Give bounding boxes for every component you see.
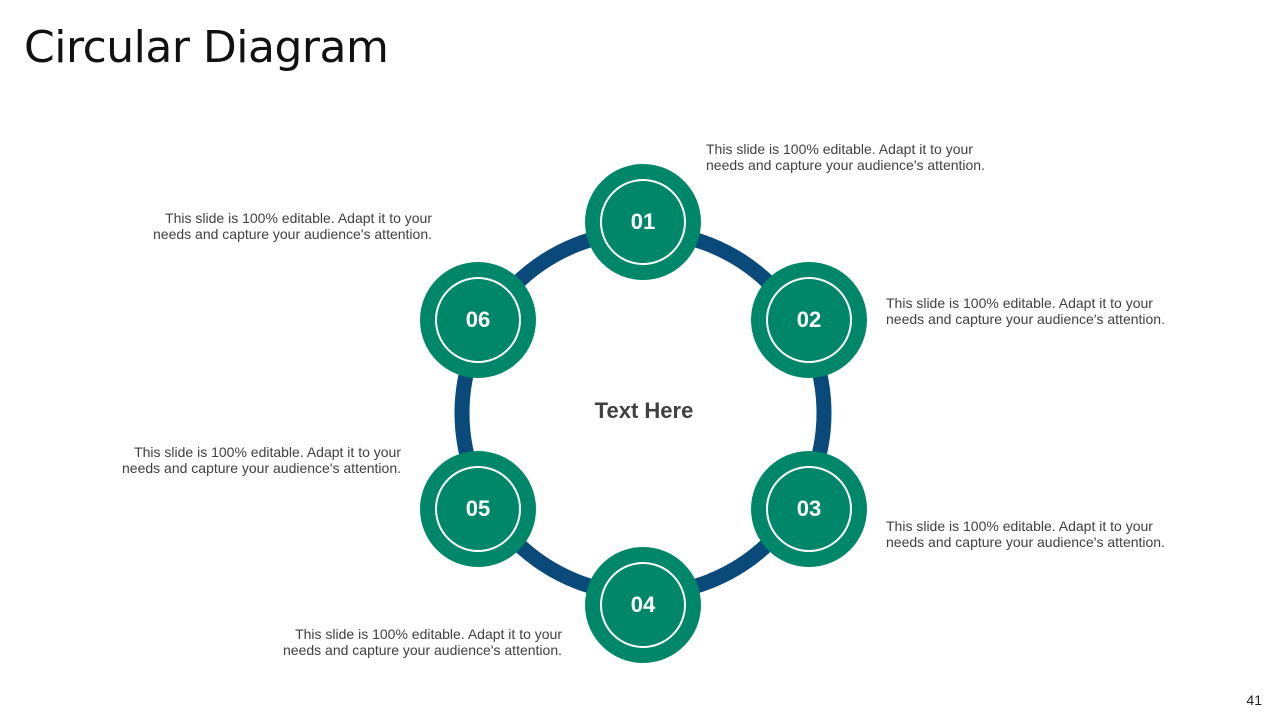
step-node-05: 05 bbox=[420, 451, 536, 567]
step-label-03: 03 bbox=[766, 466, 852, 552]
step-label-02: 02 bbox=[766, 277, 852, 363]
step-description-02: This slide is 100% editable. Adapt it to… bbox=[886, 295, 1165, 327]
step-description-06: This slide is 100% editable. Adapt it to… bbox=[153, 210, 432, 242]
step-label-04: 04 bbox=[600, 562, 686, 648]
step-node-06: 06 bbox=[420, 262, 536, 378]
step-description-01: This slide is 100% editable. Adapt it to… bbox=[706, 141, 985, 173]
step-label-01: 01 bbox=[600, 179, 686, 265]
center-text: Text Here bbox=[594, 398, 694, 423]
step-node-04: 04 bbox=[585, 547, 701, 663]
page-number: 41 bbox=[1246, 692, 1262, 708]
step-label-06: 06 bbox=[435, 277, 521, 363]
page-title: Circular Diagram bbox=[24, 22, 389, 73]
step-node-02: 02 bbox=[751, 262, 867, 378]
step-description-03: This slide is 100% editable. Adapt it to… bbox=[886, 518, 1165, 550]
step-description-04: This slide is 100% editable. Adapt it to… bbox=[283, 626, 562, 658]
step-node-01: 01 bbox=[585, 164, 701, 280]
step-node-03: 03 bbox=[751, 451, 867, 567]
step-description-05: This slide is 100% editable. Adapt it to… bbox=[122, 444, 401, 476]
step-label-05: 05 bbox=[435, 466, 521, 552]
